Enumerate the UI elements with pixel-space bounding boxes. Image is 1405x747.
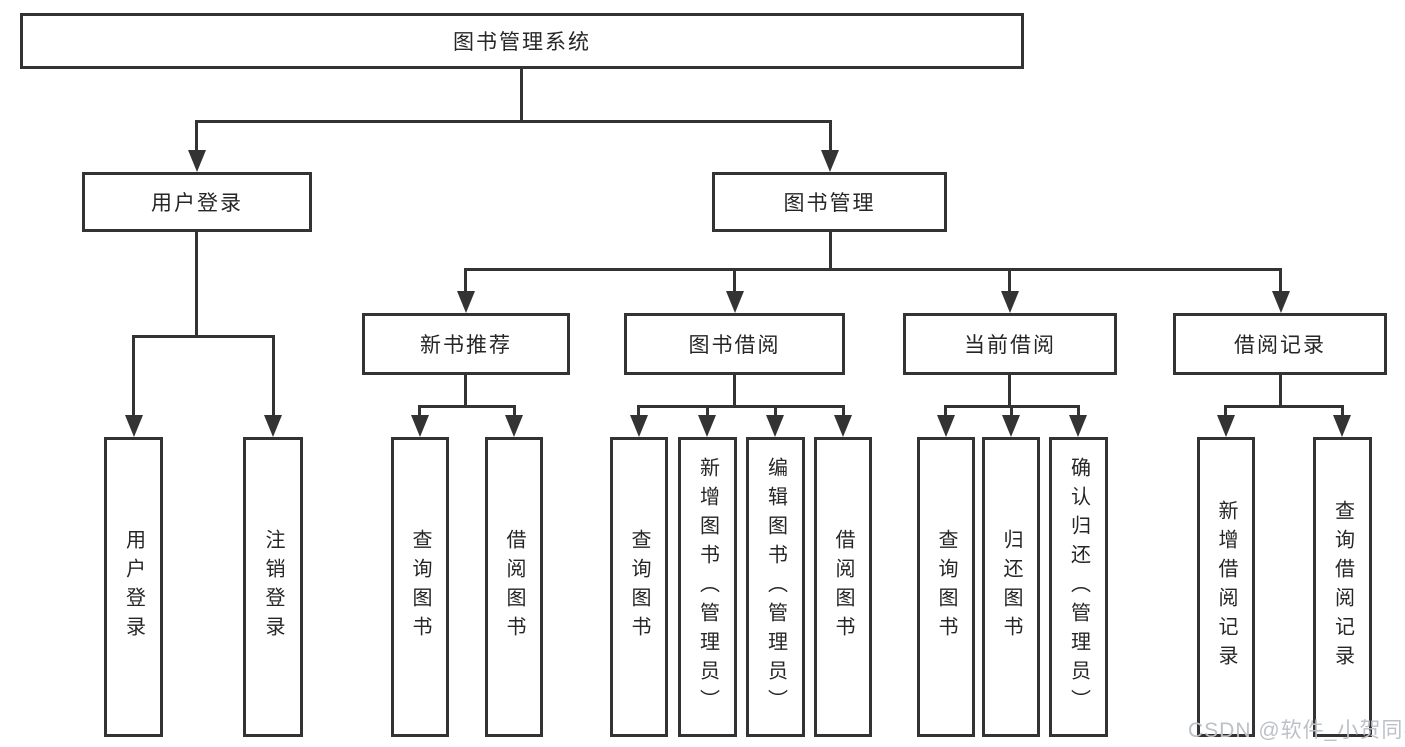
connector-line bbox=[195, 120, 198, 152]
connector-line bbox=[829, 120, 832, 152]
leaf-label: 归还图书 bbox=[1000, 529, 1022, 645]
leaf-add-books-admin: 新增图书（管理员） bbox=[678, 437, 737, 737]
leaf-add-borrow-record: 新增借阅记录 bbox=[1197, 437, 1255, 737]
arrow-down-icon bbox=[937, 415, 955, 437]
connector-line bbox=[637, 405, 845, 408]
connector-line bbox=[637, 405, 640, 417]
arrow-down-icon bbox=[1001, 291, 1019, 313]
connector-line bbox=[464, 268, 467, 293]
leaf-confirm-return-admin: 确认归还（管理员） bbox=[1049, 437, 1108, 737]
leaf-label: 查询图书 bbox=[935, 529, 957, 645]
leaf-label: 新增图书（管理员） bbox=[696, 456, 719, 718]
leaf-label: 注销登录 bbox=[262, 529, 284, 645]
connector-line bbox=[829, 232, 832, 271]
connector-line bbox=[1010, 405, 1013, 417]
connector-line bbox=[464, 268, 1282, 271]
csdn-watermark: CSDN @软件_小贺同学 bbox=[1188, 719, 1405, 742]
arrow-down-icon bbox=[766, 415, 784, 437]
connector-line bbox=[195, 120, 832, 123]
leaf-user-login: 用户登录 bbox=[104, 437, 163, 737]
connector-line bbox=[1279, 268, 1282, 293]
node-label: 新书推荐 bbox=[420, 334, 512, 357]
connector-line bbox=[418, 405, 516, 408]
leaf-label: 编辑图书（管理员） bbox=[764, 456, 787, 718]
node-current-borrowing: 当前借阅 bbox=[903, 313, 1117, 375]
node-book-management: 图书管理 bbox=[712, 172, 947, 232]
node-new-book-recommendation: 新书推荐 bbox=[362, 313, 570, 375]
connector-line bbox=[195, 232, 198, 338]
connector-line bbox=[1224, 405, 1227, 417]
arrow-down-icon bbox=[726, 291, 744, 313]
arrow-down-icon bbox=[698, 415, 716, 437]
connector-line bbox=[132, 335, 135, 417]
node-book-borrowing: 图书借阅 bbox=[624, 313, 845, 375]
node-label: 借阅记录 bbox=[1234, 334, 1326, 357]
node-user-login: 用户登录 bbox=[82, 172, 312, 232]
arrow-down-icon bbox=[834, 415, 852, 437]
connector-line bbox=[1077, 405, 1080, 417]
leaf-label: 借阅图书 bbox=[832, 529, 854, 645]
connector-line bbox=[418, 405, 421, 417]
arrow-down-icon bbox=[1069, 415, 1087, 437]
connector-line bbox=[1341, 405, 1344, 417]
node-label: 图书借阅 bbox=[688, 334, 781, 357]
leaf-search-borrow-record: 查询借阅记录 bbox=[1313, 437, 1372, 737]
node-root-library-system: 图书管理系统 bbox=[20, 13, 1024, 69]
leaf-search-books-current: 查询图书 bbox=[917, 437, 975, 737]
connector-line bbox=[272, 335, 275, 417]
connector-line bbox=[520, 69, 523, 123]
arrow-down-icon bbox=[1333, 415, 1351, 437]
leaf-label: 确认归还（管理员） bbox=[1067, 456, 1090, 718]
connector-line bbox=[1008, 375, 1011, 408]
arrow-down-icon bbox=[264, 415, 282, 437]
connector-line bbox=[1224, 405, 1344, 408]
node-borrowing-records: 借阅记录 bbox=[1173, 313, 1387, 375]
leaf-borrow-books-recommend: 借阅图书 bbox=[485, 437, 543, 737]
leaf-label: 查询借阅记录 bbox=[1331, 500, 1354, 674]
arrow-down-icon bbox=[821, 150, 839, 172]
node-label: 用户登录 bbox=[151, 192, 243, 215]
leaf-search-books-recommend: 查询图书 bbox=[391, 437, 449, 737]
leaf-edit-books-admin: 编辑图书（管理员） bbox=[746, 437, 805, 737]
leaf-label: 查询图书 bbox=[628, 529, 650, 645]
arrow-down-icon bbox=[1217, 415, 1235, 437]
connector-line bbox=[733, 375, 736, 408]
leaf-search-books-borrowing: 查询图书 bbox=[610, 437, 668, 737]
leaf-logout: 注销登录 bbox=[243, 437, 303, 737]
connector-line bbox=[706, 405, 709, 417]
arrow-down-icon bbox=[125, 415, 143, 437]
arrow-down-icon bbox=[1002, 415, 1020, 437]
connector-line bbox=[774, 405, 777, 417]
arrow-down-icon bbox=[630, 415, 648, 437]
leaf-label: 借阅图书 bbox=[503, 529, 525, 645]
node-label: 当前借阅 bbox=[964, 334, 1056, 357]
leaf-label: 新增借阅记录 bbox=[1215, 500, 1237, 674]
connector-line bbox=[733, 268, 736, 293]
node-label: 图书管理系统 bbox=[453, 31, 591, 54]
leaf-label: 用户登录 bbox=[122, 529, 145, 645]
arrow-down-icon bbox=[1272, 291, 1290, 313]
node-label: 图书管理 bbox=[783, 192, 876, 215]
connector-line bbox=[132, 335, 275, 338]
connector-line bbox=[1008, 268, 1011, 293]
leaf-return-books: 归还图书 bbox=[982, 437, 1040, 737]
leaf-label: 查询图书 bbox=[409, 529, 431, 645]
leaf-borrow-books: 借阅图书 bbox=[814, 437, 872, 737]
arrow-down-icon bbox=[505, 415, 523, 437]
arrow-down-icon bbox=[457, 291, 475, 313]
connector-line bbox=[513, 405, 516, 417]
connector-line bbox=[842, 405, 845, 417]
connector-line bbox=[1279, 375, 1282, 408]
arrow-down-icon bbox=[188, 150, 206, 172]
connector-line bbox=[464, 375, 467, 408]
arrow-down-icon bbox=[411, 415, 429, 437]
connector-line bbox=[944, 405, 947, 417]
